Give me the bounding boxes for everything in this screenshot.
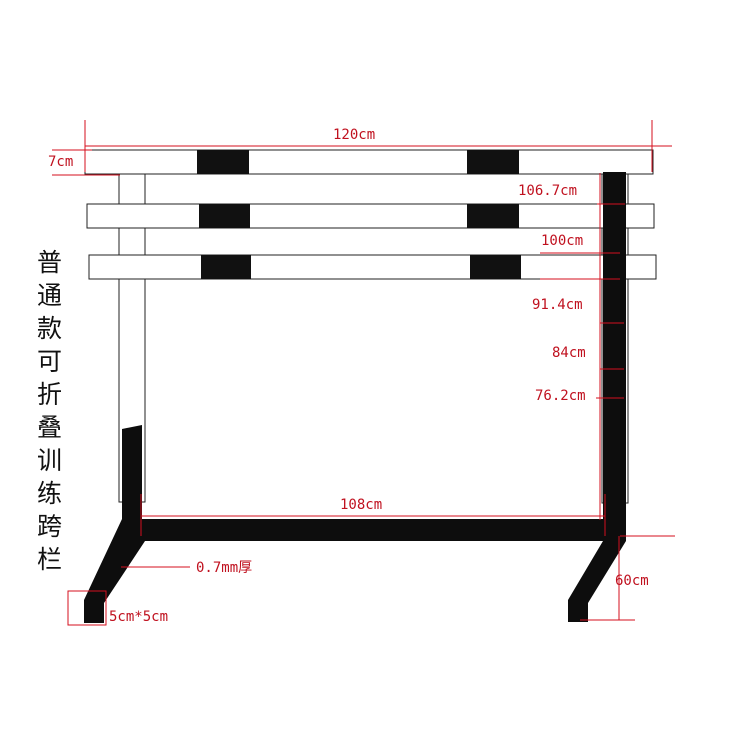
rail-bottom <box>88 254 657 280</box>
rail-band <box>470 255 521 279</box>
title-char: 练 <box>37 479 62 508</box>
label-60cm: 60cm <box>615 573 649 589</box>
title-char: 可 <box>37 347 62 376</box>
rail-band <box>467 204 519 228</box>
vertical-title: 普 通 款 可 折 叠 训 练 跨 栏 <box>37 248 62 574</box>
title-char: 通 <box>37 281 62 310</box>
label-84cm: 84cm <box>552 345 586 361</box>
label-100cm: 100cm <box>541 233 583 249</box>
right-post <box>603 172 626 520</box>
title-char: 跨 <box>37 512 62 541</box>
title-char: 折 <box>37 380 62 409</box>
title-char: 栏 <box>37 545 62 574</box>
base-bar <box>122 519 626 541</box>
rail-band <box>197 150 249 174</box>
label-108cm: 108cm <box>340 497 382 513</box>
rail-middle <box>86 203 655 229</box>
dimension-lines <box>52 120 675 626</box>
left-post-stub <box>122 425 142 522</box>
rail-band <box>199 204 250 228</box>
label-tube-section: 5cm*5cm <box>109 609 168 625</box>
rail-top <box>84 149 654 175</box>
title-char: 款 <box>37 314 62 343</box>
label-106-7cm: 106.7cm <box>518 183 577 199</box>
label-91-4cm: 91.4cm <box>532 297 583 313</box>
title-char: 训 <box>37 446 62 475</box>
title-char: 叠 <box>37 413 62 442</box>
label-thickness: 0.7mm厚 <box>196 560 252 576</box>
title-char: 普 <box>37 248 62 277</box>
label-76-2cm: 76.2cm <box>535 388 586 404</box>
rail-band <box>201 255 251 279</box>
rail-band <box>467 150 519 174</box>
right-foot <box>568 519 626 622</box>
left-foot <box>84 519 145 623</box>
base-frame <box>84 172 626 623</box>
label-120cm: 120cm <box>333 127 375 143</box>
label-7cm: 7cm <box>48 154 73 170</box>
